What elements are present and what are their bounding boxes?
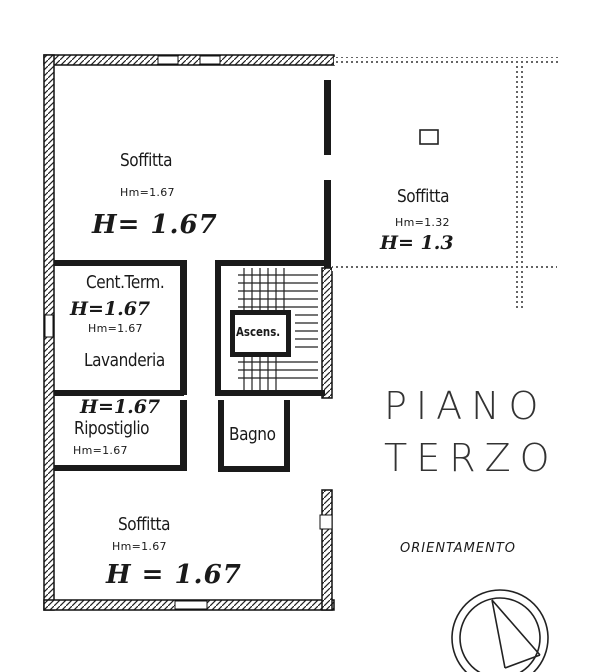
staircase (238, 268, 318, 390)
compass-icon (451, 589, 549, 672)
room-h-soffitta-top: H= 1.67 (92, 210, 218, 240)
room-name-lavanderia: Lavanderia (84, 350, 165, 371)
room-name-ripostiglio: Ripostiglio (74, 418, 150, 439)
room-h-ripostiglio: H=1.67 (80, 396, 161, 418)
room-hm-cent-term: Hm=1.67 (88, 322, 143, 335)
room-hm-soffitta-right: Hm=1.32 (395, 216, 450, 229)
orientation-label: ORIENTAMENTO (400, 541, 517, 556)
room-name-soffitta-top: Soffitta (120, 150, 173, 171)
right-soffitta-boundary (332, 57, 559, 310)
floor-title-line2: TERZO (384, 436, 559, 480)
chimney-box (419, 129, 439, 145)
inner-walls (54, 80, 331, 472)
room-name-soffitta-bottom: Soffitta (118, 514, 171, 535)
room-name-cent-term: Cent.Term. (86, 272, 165, 293)
room-h-soffitta-bottom: H = 1.67 (106, 560, 242, 590)
openings (44, 55, 333, 610)
room-name-bagno: Bagno (229, 424, 276, 445)
floor-title-line1: PIANO (384, 384, 548, 428)
room-hm-ripostiglio: Hm=1.67 (73, 444, 128, 457)
room-hm-soffitta-bottom: Hm=1.67 (112, 540, 167, 553)
room-h-cent-term: H=1.67 (70, 298, 151, 320)
room-h-soffitta-right: H= 1.3 (380, 232, 454, 254)
room-hm-soffitta-top: Hm=1.67 (120, 186, 175, 199)
room-name-soffitta-right: Soffitta (397, 186, 450, 207)
room-name-ascens: Ascens. (236, 325, 281, 339)
